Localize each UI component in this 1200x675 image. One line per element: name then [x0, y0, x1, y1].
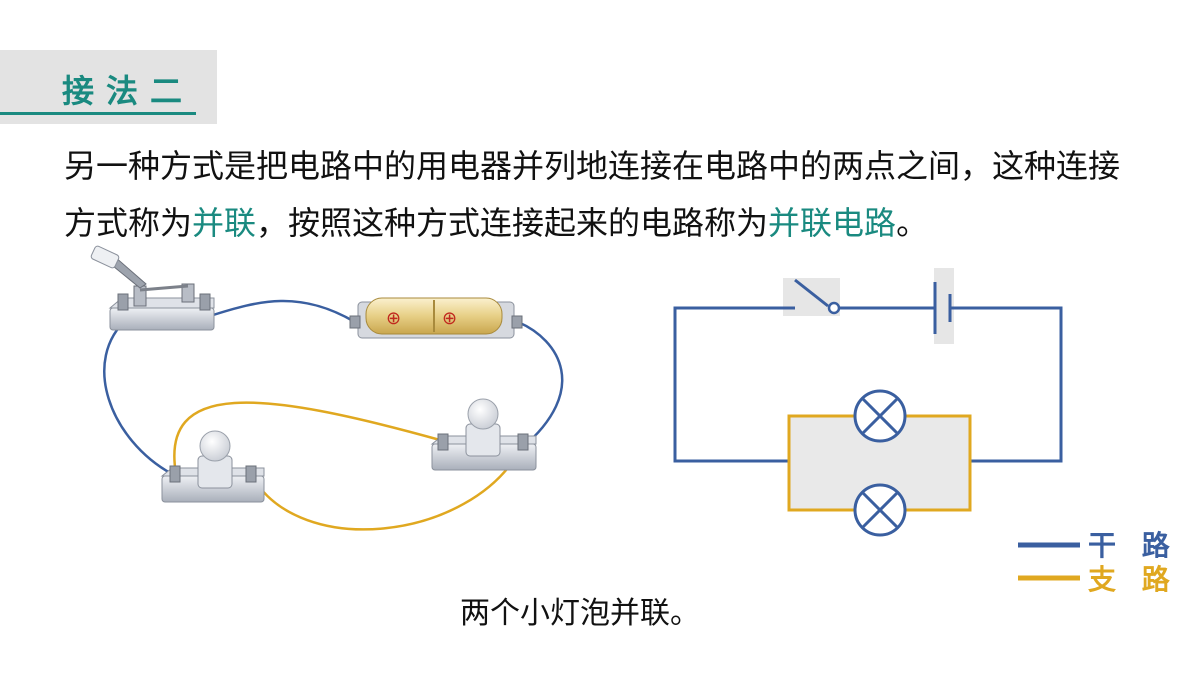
schematic-main-wire	[673, 306, 789, 463]
wire-lamp1-lamp2-bottom	[250, 449, 522, 531]
term-parallel-circuit: 并联电路	[768, 204, 897, 242]
section-title-underline	[0, 112, 196, 115]
section-title: 接法二	[62, 72, 195, 110]
wire-lamp1-lamp2-top	[173, 401, 441, 475]
paragraph-text-3: 。	[896, 204, 929, 242]
battery-cell-1-symbol: ⊕	[386, 308, 401, 329]
wire-switch-lamp1	[103, 317, 173, 476]
paragraph-text-1: 另一种方式是把电路中的用电器并列地连接在电路中的两点之间，这种连接方式称为	[64, 147, 1121, 242]
figure-caption: 两个小灯泡并联。	[460, 596, 700, 631]
legend-main-label: 干 路	[1088, 529, 1178, 562]
wire-battery-lamp2	[517, 320, 564, 449]
term-parallel: 并联	[192, 204, 257, 242]
legend: 干 路 支 路	[1018, 529, 1178, 596]
battery-cell-2-symbol: ⊕	[442, 308, 457, 329]
knife-switch	[90, 245, 215, 331]
schematic-switch	[794, 278, 829, 308]
legend-branch-label: 支 路	[1088, 563, 1178, 596]
circuit-schematic	[673, 268, 1063, 537]
wire-switch-battery	[209, 299, 356, 324]
section-title-box	[0, 50, 217, 124]
schematic-lamp-1	[853, 389, 907, 443]
battery-holder: ⊕ ⊕	[349, 297, 523, 339]
lamp-holder-2	[430, 398, 537, 471]
paragraph-text-2: ，按照这种方式连接起来的电路称为	[256, 204, 769, 242]
definition-paragraph: 另一种方式是把电路中的用电器并列地连接在电路中的两点之间，这种连接方式称为并联，…	[64, 138, 1144, 252]
schematic-lamp-2	[853, 483, 907, 537]
lamp-holder-1	[160, 430, 265, 503]
